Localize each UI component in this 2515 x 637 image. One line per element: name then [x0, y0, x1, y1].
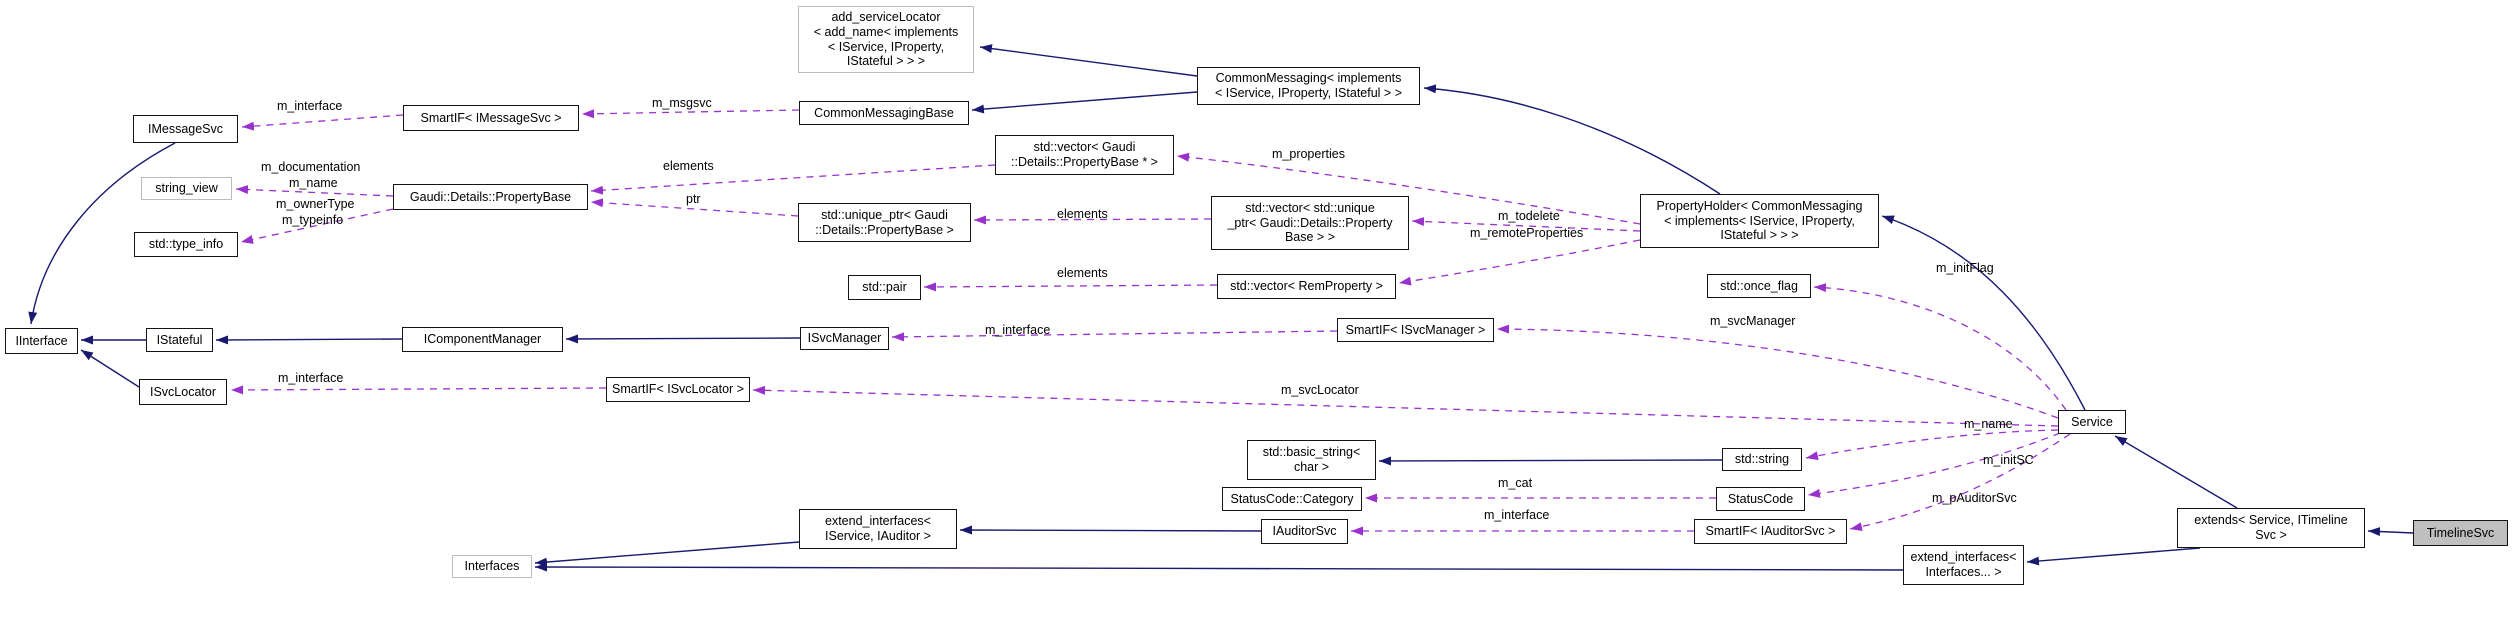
node-service[interactable]: Service [2058, 410, 2126, 434]
edge-vectorpropertybase-to-propertybase [590, 164, 996, 195]
edge-label-m-typeinfo: m_typeinfo [282, 213, 344, 227]
node-add-servicelocator: add_serviceLocator < add_name< implement… [798, 6, 974, 73]
edge-service-to-onceflag [1813, 283, 2067, 411]
edge-label-elements-remproperty: elements [1057, 266, 1108, 280]
edge-label-m-pauditorsvc: m_pAuditorSvc [1932, 491, 2017, 505]
node-std-vector-unique-ptr[interactable]: std::vector< std::unique _ptr< Gaudi::De… [1211, 196, 1409, 250]
edge-extends-to-extendinterfaces-variadic [2026, 547, 2201, 566]
edge-imessagesvc-to-iinterface [28, 142, 176, 325]
node-std-vector-propertybase-ptr[interactable]: std::vector< Gaudi ::Details::PropertyBa… [995, 135, 1174, 175]
node-smartif-imessagesvc[interactable]: SmartIF< IMessageSvc > [403, 105, 579, 131]
node-commonmessagingbase[interactable]: CommonMessagingBase [799, 101, 969, 125]
edge-label-m-remoteproperties: m_remoteProperties [1470, 226, 1584, 240]
edge-propertyholder-to-commonmessaging [1423, 84, 1721, 195]
node-std-once-flag[interactable]: std::once_flag [1707, 274, 1811, 298]
edge-label-elements-vector-propertybase: elements [663, 159, 714, 173]
node-extend-interfaces-iservice-iauditor[interactable]: extend_interfaces< IService, IAuditor > [799, 509, 957, 549]
edge-service-to-statuscode [1807, 432, 2061, 498]
node-std-unique-ptr-propertybase[interactable]: std::unique_ptr< Gaudi ::Details::Proper… [798, 203, 971, 242]
edge-label-m-documentation: m_documentation [261, 160, 361, 174]
edge-propertyholder-to-vectorremproperty [1398, 239, 1641, 286]
edge-label-ptr: ptr [686, 192, 701, 206]
node-statuscode-category[interactable]: StatusCode::Category [1222, 487, 1362, 511]
edge-vectorremproperty-to-stdpair [923, 282, 1218, 292]
edge-label-m-initflag: m_initFlag [1936, 261, 1994, 275]
edge-label-m-properties: m_properties [1272, 147, 1345, 161]
edge-label-m-initsc: m_initSC [1983, 453, 2034, 467]
edge-isvclocator-to-iinterface [80, 349, 140, 388]
edge-commonmessaging-to-addservicelocator [979, 44, 1198, 77]
edge-label-m-interface-isvclocator: m_interface [278, 371, 344, 385]
edge-timelinesvc-to-extends [2367, 527, 2414, 537]
node-commonmessaging[interactable]: CommonMessaging< implements < IService, … [1197, 67, 1420, 105]
node-smartif-isvcmanager[interactable]: SmartIF< ISvcManager > [1337, 318, 1494, 342]
edge-label-m-interface-iauditorsvc: m_interface [1484, 508, 1550, 522]
node-std-string[interactable]: std::string [1722, 448, 1802, 471]
edge-label-m-interface-isvcmanager: m_interface [985, 323, 1051, 337]
node-imessagesvc[interactable]: IMessageSvc [133, 115, 238, 143]
edge-service-to-smartifisvcmanager [1496, 324, 2059, 419]
node-smartif-isvclocator[interactable]: SmartIF< ISvcLocator > [606, 377, 750, 402]
edge-isvcmanager-to-icomponentmanager [565, 334, 801, 344]
node-iinterface[interactable]: IInterface [5, 328, 78, 354]
edge-extendinterfaces-svc-to-interfaces [534, 541, 800, 567]
edge-label-m-cat: m_cat [1498, 476, 1533, 490]
node-smartif-iauditorsvc[interactable]: SmartIF< IAuditorSvc > [1694, 519, 1847, 544]
node-interfaces: Interfaces [452, 555, 532, 578]
node-std-pair[interactable]: std::pair [848, 275, 921, 300]
node-std-vector-remproperty[interactable]: std::vector< RemProperty > [1217, 274, 1396, 299]
edge-label-m-todelete: m_todelete [1498, 209, 1560, 223]
edge-propertybase-to-stringview [235, 185, 394, 197]
node-gaudi-details-propertybase[interactable]: Gaudi::Details::PropertyBase [393, 184, 588, 210]
node-timelinesvc: TimelineSvc [2413, 520, 2508, 546]
edge-vectoruniqueptr-to-uniqueptr [973, 215, 1212, 225]
edge-propertyholder-to-vectorpropertybase [1176, 152, 1641, 225]
node-isvcmanager[interactable]: ISvcManager [800, 327, 889, 350]
edge-smartifisvcmanager-to-isvcmanager [891, 330, 1338, 342]
edge-stdstring-to-basicstring [1378, 456, 1723, 466]
edge-label-elements-unique-ptr: elements [1057, 207, 1108, 221]
edge-service-to-smartifiauditorsvc [1849, 433, 2071, 532]
edge-label-m-svclocator: m_svcLocator [1281, 383, 1359, 397]
node-istateful[interactable]: IStateful [146, 328, 213, 352]
edge-icomponentmanager-to-istateful [215, 335, 403, 345]
edge-label-m-name-propertybase: m_name [289, 176, 338, 190]
edge-service-to-propertyholder [1881, 215, 2086, 411]
edge-extendinterfaces-variadic-to-interfaces [534, 562, 1904, 572]
edge-commonmessaging-to-commonmessagingbase [971, 91, 1198, 114]
node-extend-interfaces-variadic[interactable]: extend_interfaces< Interfaces... > [1903, 545, 2024, 585]
edge-smartifisvclocator-to-isvclocator [230, 385, 607, 395]
node-propertyholder[interactable]: PropertyHolder< CommonMessaging < implem… [1640, 194, 1879, 248]
node-extends-service-itimelinesvc[interactable]: extends< Service, ITimeline Svc > [2177, 508, 2365, 548]
edge-label-m-name-service: m_name [1964, 417, 2013, 431]
edge-label-m-interface-imessagesvc: m_interface [277, 99, 343, 113]
node-iauditorsvc[interactable]: IAuditorSvc [1261, 519, 1348, 544]
edge-uniqueptr-to-propertybase [590, 198, 799, 217]
edge-service-to-smartifisvclocator [752, 385, 2059, 427]
node-std-basic-string[interactable]: std::basic_string< char > [1247, 440, 1376, 480]
node-statuscode[interactable]: StatusCode [1716, 487, 1805, 511]
node-string-view: string_view [141, 177, 232, 200]
node-std-type-info[interactable]: std::type_info [134, 232, 238, 257]
edge-extends-to-service [2114, 435, 2238, 509]
node-isvclocator[interactable]: ISvcLocator [139, 379, 227, 405]
edge-iauditorsvc-to-extendinterfaces-svc [959, 525, 1262, 535]
edge-commonmessagingbase-to-smartifimessagesvc [581, 109, 800, 119]
node-icomponentmanager[interactable]: IComponentManager [402, 327, 563, 352]
edge-label-m-ownertype: m_ownerType [276, 197, 355, 211]
edge-label-m-svcmanager: m_svcManager [1710, 314, 1796, 328]
edge-label-m-msgsvc: m_msgsvc [652, 96, 712, 110]
edge-smartifimessagesvc-to-imessagesvc [241, 114, 404, 131]
